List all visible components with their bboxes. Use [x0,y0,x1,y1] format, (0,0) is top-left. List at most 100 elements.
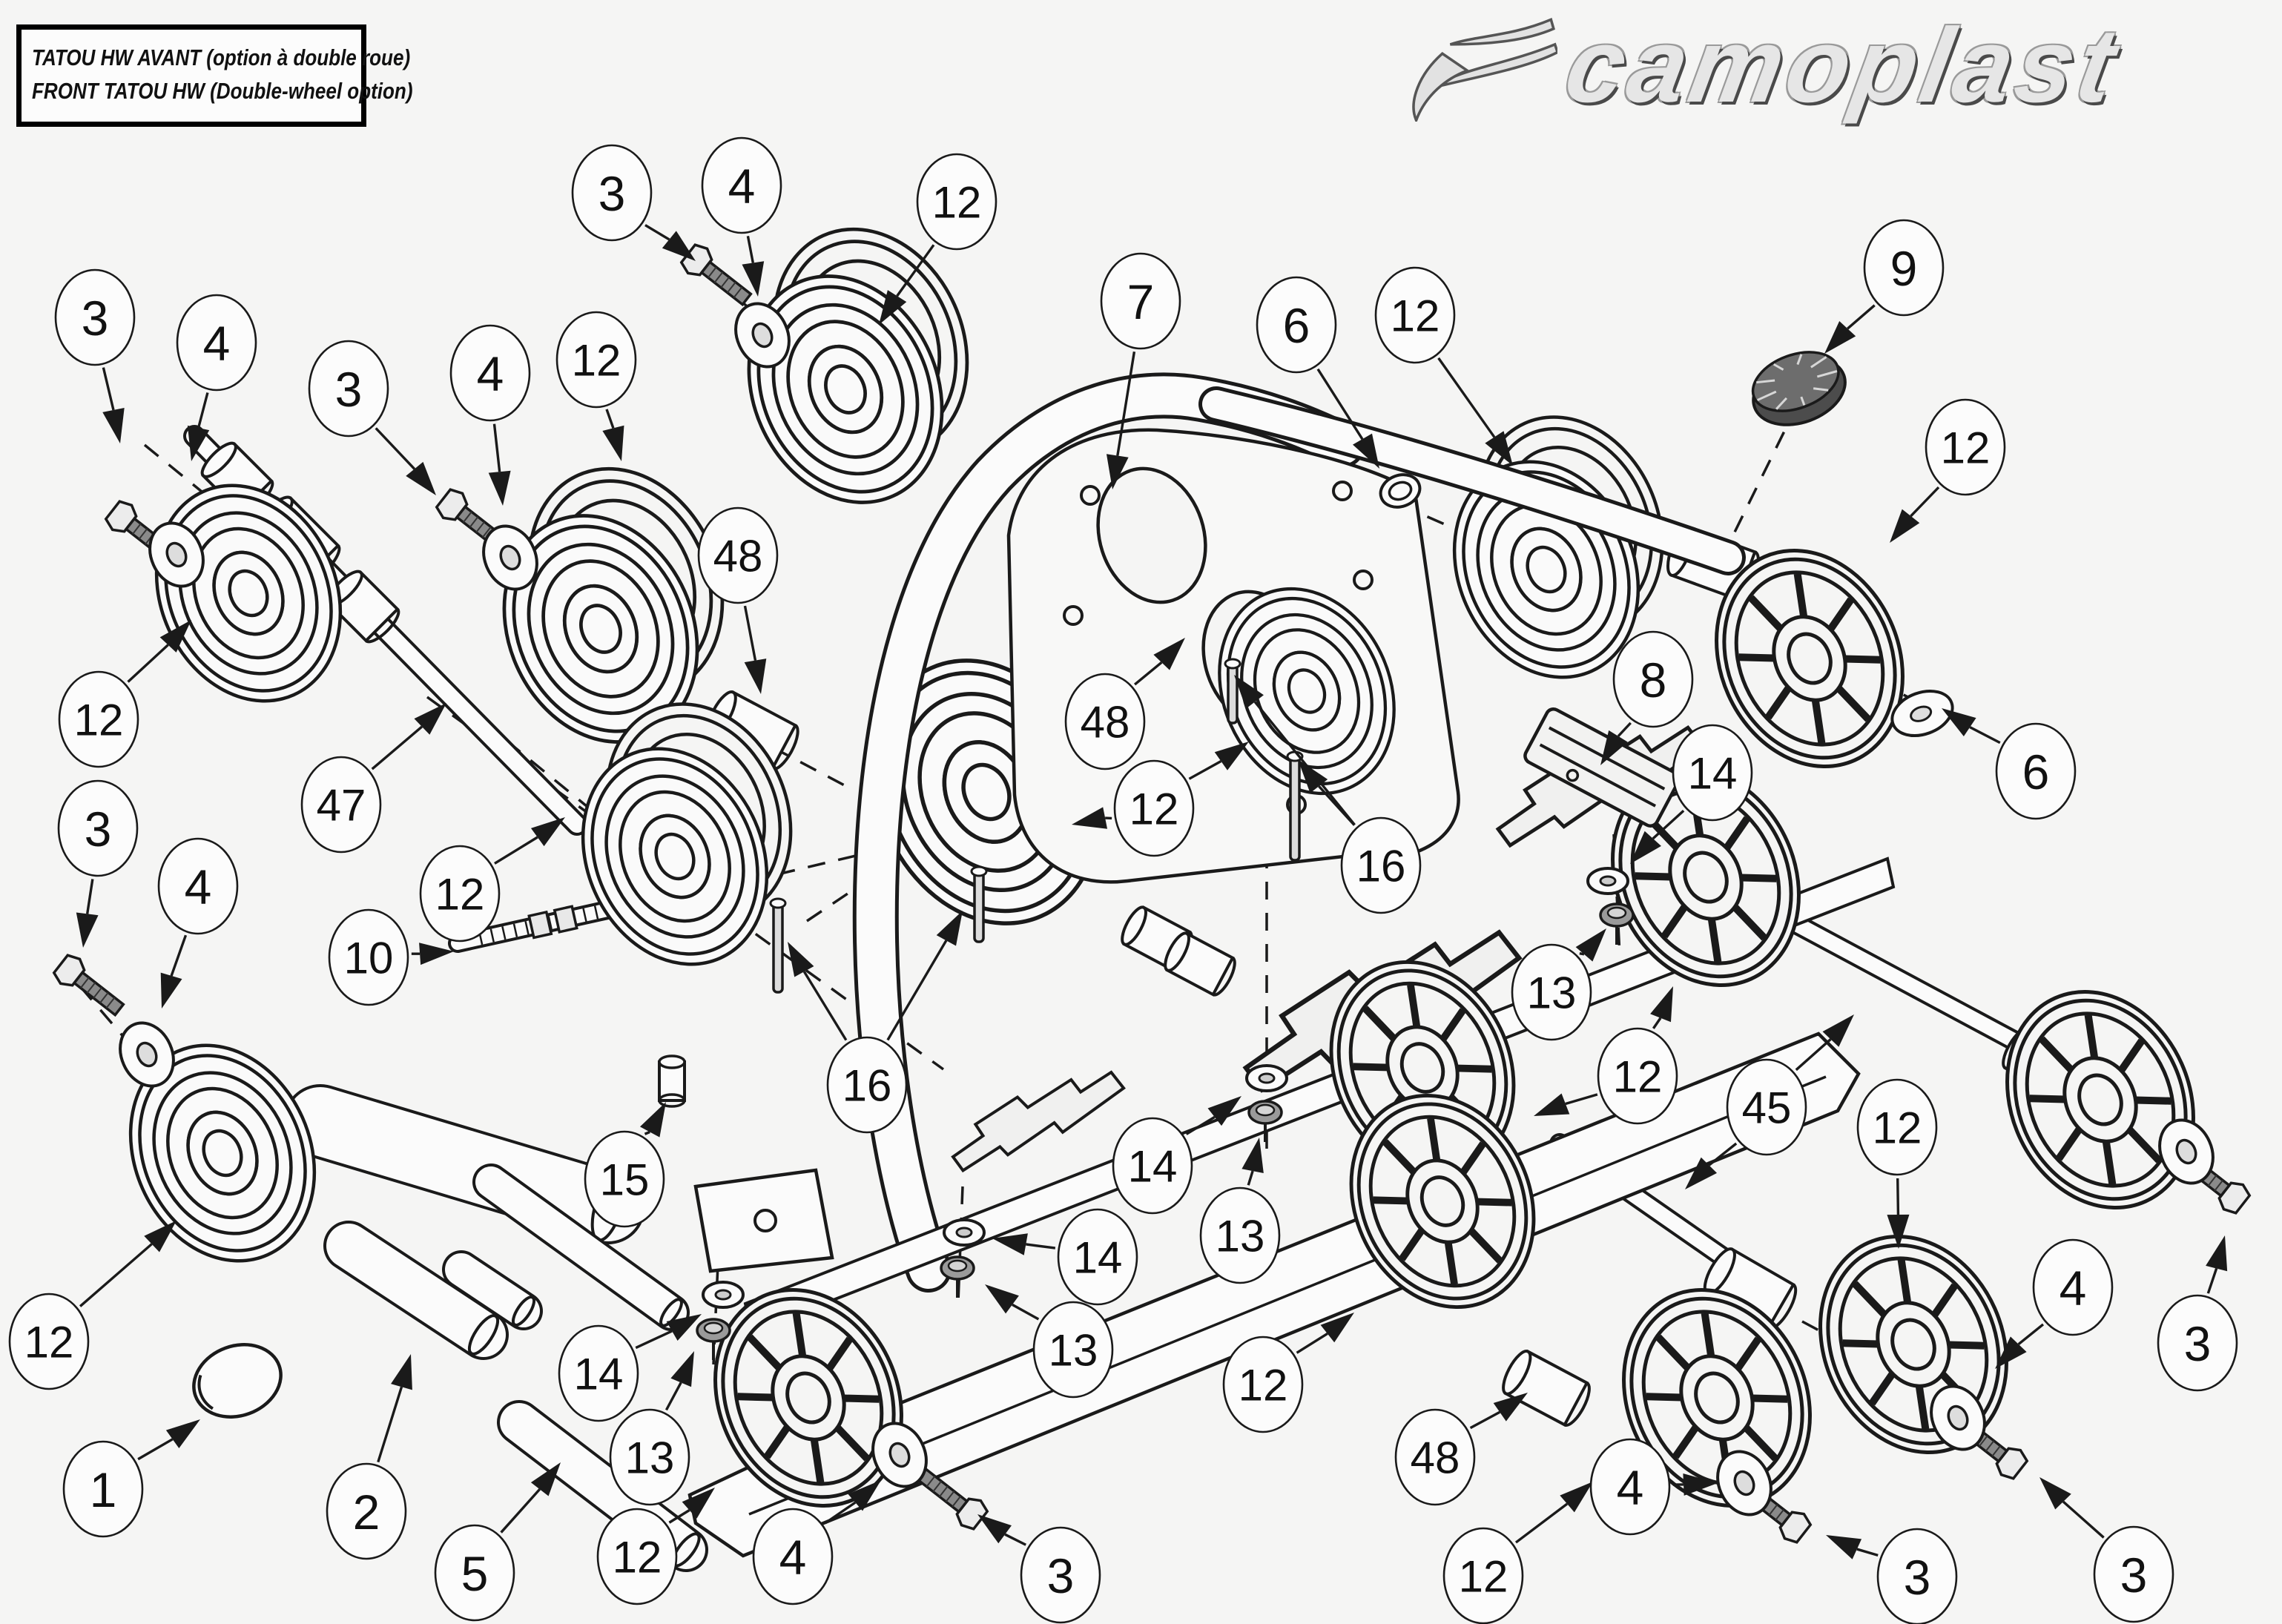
leader-line [494,836,538,865]
leader-line [1565,1093,1598,1106]
spoke-gap [1724,816,1750,851]
arrowhead [602,425,624,461]
spoke-gap [2118,1038,2145,1073]
spoke-gap [1353,1063,1388,1072]
callout-number: 3 [2184,1316,2212,1371]
callout-balloon [1511,943,1592,1041]
ski-rail [687,1031,1861,1558]
lock-nut [696,1318,731,1360]
callout-number: 7 [1127,274,1155,329]
lock-nut [1599,902,1635,945]
callout-number: 48 [1411,1433,1460,1483]
retaining-pin-16 [769,897,787,994]
callout-13: 13 [985,1284,1114,1399]
leader-line [1795,1038,1832,1072]
callout-number: 16 [842,1061,892,1111]
spoke-gap [1399,1227,1425,1261]
callout-number: 15 [600,1155,650,1205]
callout-number: 16 [1356,842,1406,891]
lock-nut [1247,1100,1283,1142]
callout-number: 3 [1047,1548,1075,1603]
arrowhead [682,1488,715,1519]
leader-line [2062,1500,2105,1539]
washer [148,521,205,588]
callout-number: 12 [613,1533,662,1582]
callout-balloon [54,268,136,366]
callout-16: 16 [1234,675,1422,914]
leader-line [824,1501,857,1525]
callout-number: 12 [1239,1361,1288,1410]
arrowhead [1320,1313,1354,1343]
arrowhead [977,1514,1012,1544]
callout-number: 3 [82,291,109,346]
callout-12: 12 [1856,1078,1938,1249]
leader-line [1856,1548,1879,1557]
callout-balloon [2093,1525,2174,1623]
leader-line [1185,1115,1216,1135]
title-box: TATOU HW AVANT (option à double roue) FR… [16,24,412,127]
flat-washer [702,1281,745,1309]
tube-open-end [511,1295,536,1327]
callout-6: 6 [1942,708,2077,820]
arrowhead [1683,1473,1718,1496]
plate-hole-small [1063,605,1084,626]
arrowhead [1887,1214,1910,1249]
arrowhead [1241,1138,1264,1174]
callout-balloon [328,908,409,1006]
leader-line [1652,809,1685,840]
rail-shoe-bracket [951,1070,1126,1173]
callout-balloon [1995,722,2077,820]
callout-balloon [571,144,653,242]
plate-hole-small [1353,570,1374,590]
callout-3: 3 [1826,1528,1958,1624]
spoke-gap [1748,595,1784,632]
leader-line [1969,726,2001,745]
spoke-gap [1842,1339,1879,1348]
tube-open-end [659,1298,683,1327]
arrowhead [1826,1535,1862,1559]
callout-12: 12 [8,1221,177,1390]
leader-line [1247,1170,1254,1186]
callout-number: 13 [1049,1326,1098,1376]
arrowhead [639,1102,666,1138]
callout-number: 14 [574,1350,624,1399]
arrowhead [1600,730,1628,765]
leader-line [896,244,935,297]
plug-6b [1890,690,1954,737]
callout-balloon [752,1508,834,1605]
callout-number: 12 [24,1318,74,1367]
callout-balloon [558,1324,639,1422]
leader-line [371,725,423,770]
leader-line [377,1386,403,1463]
arrowhead [530,1462,561,1496]
road-wheel [154,483,343,703]
callout-number: 13 [625,1433,675,1483]
spoke-gap [747,1334,782,1371]
callout-7: 7 [1100,252,1181,489]
spoke-gap [1915,1385,1930,1430]
spoke-gap [1948,1341,1985,1350]
leader-line [500,1488,541,1534]
alignment-dash [712,1264,719,1365]
spoke-gap [1460,1141,1486,1175]
callout-3: 3 [308,340,436,495]
spoke-gap [2135,1096,2171,1105]
callout-number: 4 [185,859,212,914]
spoke-gap [1646,1393,1682,1402]
callout-balloon [1925,398,2006,496]
arrowhead [1890,509,1920,543]
leader-line [2017,1323,2045,1346]
spoke-gap [2126,1126,2162,1163]
spoke-gap [1735,1336,1761,1371]
arrowhead [2039,1477,2071,1510]
spoke-gap [1743,1425,1778,1462]
arrowhead [1995,1336,2027,1369]
washer [119,1021,175,1088]
leader-line [644,1130,650,1135]
arrowhead [1575,928,1606,962]
callout-balloon [1876,1528,1958,1624]
title-line-fr: TATOU HW AVANT (option à double roue) [32,44,411,70]
spoke-gap [737,1393,774,1402]
arrowhead [1153,638,1185,670]
alignment-dash [772,746,854,791]
